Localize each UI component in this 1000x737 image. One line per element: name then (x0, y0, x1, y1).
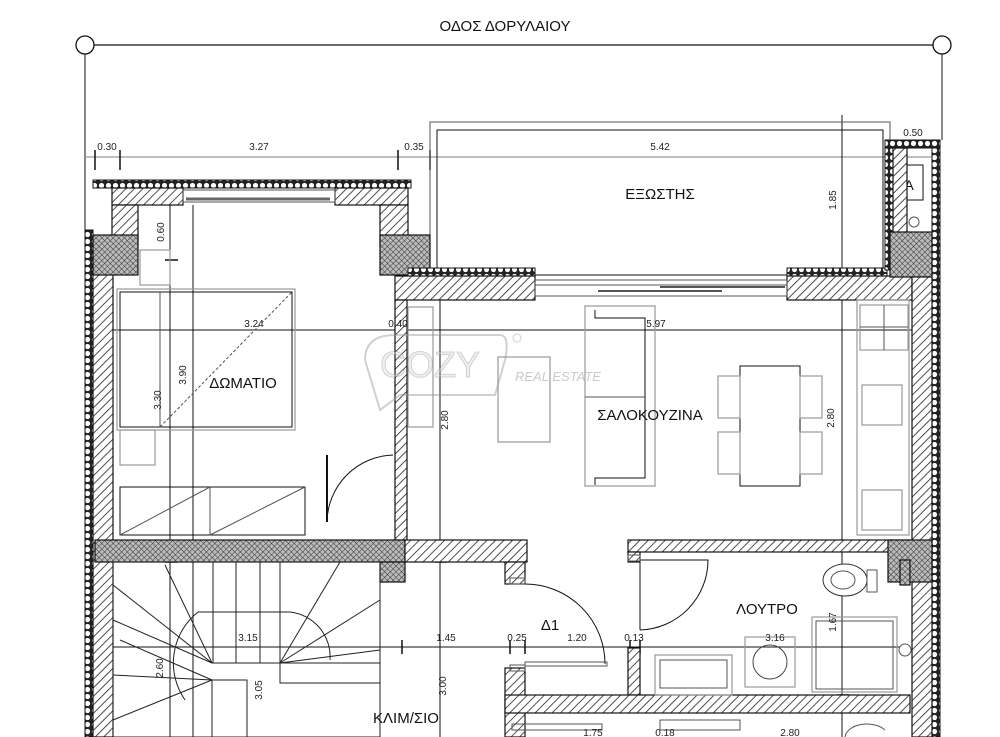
svg-text:3.15: 3.15 (238, 633, 258, 644)
door-d1 (509, 577, 608, 672)
walls (84, 139, 941, 737)
bedroom-furniture (116, 249, 394, 536)
svg-text:1.20: 1.20 (567, 633, 587, 644)
svg-text:5.42: 5.42 (650, 142, 670, 153)
label-living-kitchen: ΣΑΛΟΚΟΥΖΙΝΑ (597, 407, 703, 424)
svg-text:0.18: 0.18 (655, 728, 675, 737)
svg-text:0.13: 0.13 (624, 633, 644, 644)
bathroom-fixtures (627, 554, 912, 696)
grid-marker-left (75, 35, 95, 55)
balcony: A (429, 121, 924, 286)
grid-axes (75, 35, 952, 230)
watermark-logo: COZY REAL ESTATE (363, 333, 601, 412)
grid-marker-right (932, 35, 952, 55)
svg-text:3.90: 3.90 (178, 365, 189, 385)
street-label: ΟΔΟΣ ΔΟΡΥΛΑΙΟΥ (440, 18, 571, 35)
svg-text:1.45: 1.45 (436, 633, 456, 644)
svg-text:3.30: 3.30 (153, 390, 164, 410)
svg-text:2.60: 2.60 (155, 658, 166, 678)
svg-text:2.80: 2.80 (440, 410, 451, 430)
svg-text:2.80: 2.80 (780, 728, 800, 737)
svg-text:0.30: 0.30 (97, 142, 117, 153)
svg-text:0.35: 0.35 (404, 142, 424, 153)
svg-text:REAL ESTATE: REAL ESTATE (515, 369, 601, 384)
svg-text:1.85: 1.85 (828, 190, 839, 210)
living-furniture (407, 299, 910, 536)
boiler-tag: A (904, 177, 914, 193)
windows (182, 189, 788, 297)
svg-text:5.97: 5.97 (646, 319, 666, 330)
label-door-d1: Δ1 (541, 617, 559, 634)
label-balcony: ΕΞΩΣΤΗΣ (625, 186, 695, 203)
label-bathroom: ΛΟΥΤΡΟ (736, 601, 798, 618)
svg-text:3.00: 3.00 (438, 676, 449, 696)
svg-text:0.25: 0.25 (507, 633, 527, 644)
dimension-labels: 0.30 3.27 0.35 5.42 0.50 1.85 0.60 3.24 … (97, 128, 923, 737)
svg-text:1.67: 1.67 (828, 612, 839, 632)
svg-text:COZY: COZY (380, 344, 480, 385)
svg-text:0.40: 0.40 (388, 319, 408, 330)
svg-text:3.05: 3.05 (254, 680, 265, 700)
svg-text:3.24: 3.24 (244, 319, 264, 330)
svg-text:0.50: 0.50 (903, 128, 923, 139)
label-staircase: ΚΛΙΜ/ΣΙΟ (373, 710, 439, 727)
svg-text:3.27: 3.27 (249, 142, 269, 153)
lower-fixtures (511, 719, 886, 737)
svg-text:0.60: 0.60 (156, 222, 167, 242)
svg-text:3.16: 3.16 (765, 633, 785, 644)
svg-text:2.80: 2.80 (826, 408, 837, 428)
label-bedroom: ΔΩΜΑΤΙΟ (209, 375, 277, 392)
staircase (112, 561, 381, 737)
svg-text:1.75: 1.75 (583, 728, 603, 737)
